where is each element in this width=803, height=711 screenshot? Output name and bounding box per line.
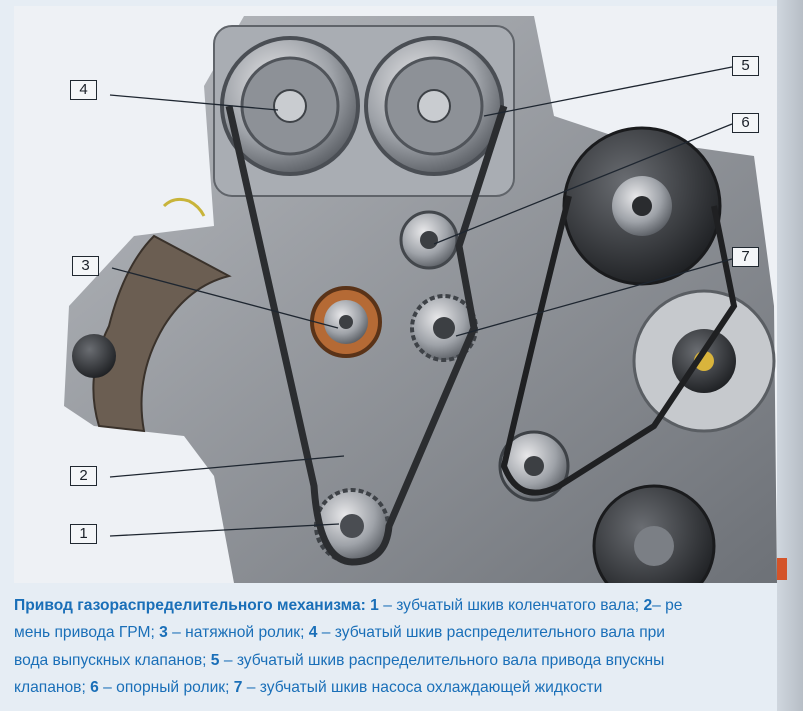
engine-illustration — [64, 16, 777, 583]
callout-4: 4 — [70, 80, 97, 100]
camshaft-pulley-exhaust — [220, 36, 360, 176]
callout-2: 2 — [70, 466, 97, 486]
callout-3: 3 — [72, 256, 99, 276]
figure-caption: Привод газораспределительного механизма:… — [14, 592, 790, 708]
sensor-wire — [162, 197, 206, 217]
callout-5: 5 — [732, 56, 759, 76]
support-roller — [399, 210, 459, 270]
callout-7: 7 — [732, 247, 759, 267]
caption-line: мень привода ГРМ; 3 – натяжной ролик; 4 … — [14, 624, 666, 642]
caption-line: Привод газораспределительного механизма:… — [14, 597, 683, 614]
alternator — [632, 289, 776, 433]
power-steering-pulley — [562, 126, 722, 286]
exhaust-manifold — [92, 234, 232, 433]
page-edge — [777, 0, 803, 711]
caption-line: вода выпускных клапанов; 5 – зубчатый шк… — [14, 651, 665, 669]
ac-compressor-pulley — [592, 484, 716, 583]
timing-belt — [225, 104, 508, 566]
callout-leaders — [109, 66, 733, 537]
tensioner-roller — [310, 286, 382, 358]
accessory-belt — [500, 195, 738, 496]
sensor — [72, 334, 116, 378]
camshaft-pulley-intake — [364, 36, 504, 176]
section-tab — [777, 558, 787, 580]
engine-photo — [14, 6, 777, 583]
caption-line: клапанов; 6 – опорный ролик; 7 – зубчаты… — [14, 678, 603, 696]
callout-6: 6 — [732, 113, 759, 133]
callout-1: 1 — [70, 524, 97, 544]
